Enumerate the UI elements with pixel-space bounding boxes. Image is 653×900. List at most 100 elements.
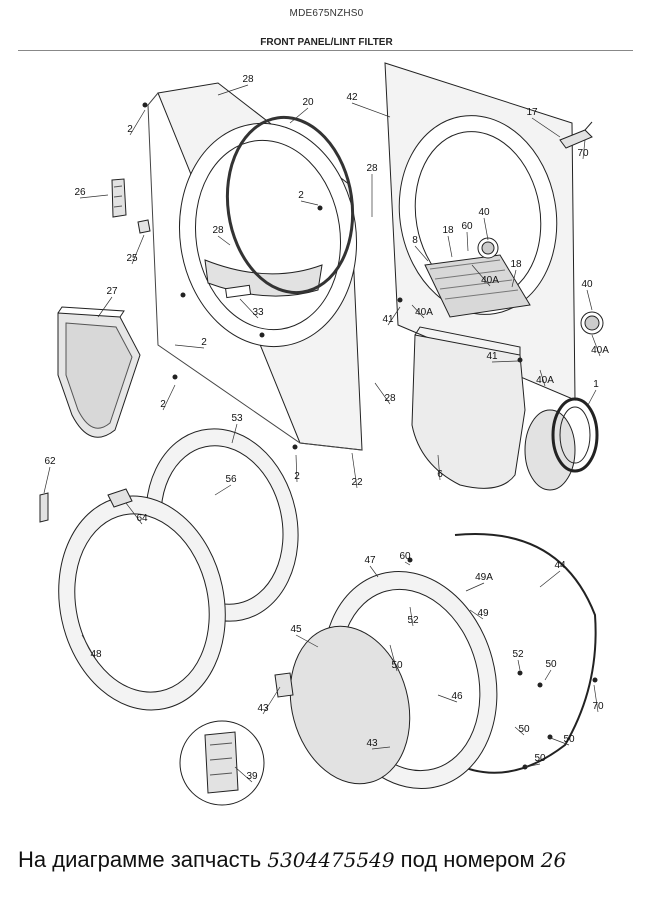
caption-part-number: 5304475549 (267, 848, 395, 872)
leader-line (514, 726, 525, 736)
callout-49: 49 (477, 608, 489, 619)
callout-40A: 40A (591, 345, 609, 356)
callout-70: 70 (577, 148, 589, 159)
leader-line (79, 194, 109, 199)
callout-62: 62 (44, 456, 56, 467)
callout-2: 2 (298, 190, 304, 201)
callout-50: 50 (534, 753, 546, 764)
lint-filter (57, 306, 141, 438)
callout-64: 64 (136, 513, 148, 524)
section-title: FRONT PANEL/LINT FILTER (260, 37, 393, 48)
caption: На диаграмме запчасть 5304475549 под ном… (18, 847, 643, 873)
callout-70: 70 (592, 701, 604, 712)
leader-line (511, 269, 517, 288)
screws (142, 102, 598, 770)
caption-middle: под номером (400, 847, 535, 872)
leader-line (97, 296, 113, 318)
callout-2: 2 (201, 337, 207, 348)
leader-line (411, 304, 425, 319)
callout-50: 50 (391, 660, 403, 671)
caption-prefix: На диаграмме запчасть (18, 847, 262, 872)
leader-line (447, 235, 453, 258)
switch-part-17 (559, 121, 593, 149)
leader-line (234, 766, 253, 783)
callout-2: 2 (160, 399, 166, 410)
callout-40A: 40A (536, 375, 554, 386)
callout-33: 33 (252, 307, 264, 318)
leader-line (295, 454, 298, 483)
duct-panel (384, 62, 576, 401)
leader-line (214, 484, 232, 496)
leader-line (404, 561, 411, 566)
callout-41: 41 (486, 351, 498, 362)
leader-line (295, 634, 319, 648)
callout-56: 56 (225, 474, 237, 485)
leader-line (517, 659, 521, 671)
latch-detail (179, 720, 265, 806)
header-rule (18, 50, 633, 51)
lint-duct (411, 326, 576, 491)
leader-line (131, 234, 145, 265)
leader-line (547, 736, 570, 746)
leader-line (531, 117, 561, 138)
callout-53: 53 (231, 413, 243, 424)
leader-line (409, 606, 414, 627)
leader-line (544, 669, 552, 681)
callout-28: 28 (366, 163, 378, 174)
door-outer-frame (58, 488, 226, 711)
leader-line (437, 694, 458, 703)
callout-44: 44 (554, 560, 566, 571)
leader-line (524, 763, 541, 768)
callout-2: 2 (294, 471, 300, 482)
leader-line (217, 235, 231, 246)
leader-line (371, 746, 391, 750)
leader-line (262, 686, 281, 715)
callout-40A: 40A (415, 307, 433, 318)
leader-line (483, 217, 489, 241)
callout-42: 42 (346, 92, 358, 103)
callout-27: 27 (106, 286, 118, 297)
leader-line (466, 231, 469, 252)
leader-line (231, 423, 238, 444)
callout-39: 39 (246, 771, 258, 782)
leader-line (582, 139, 586, 160)
leader-line (43, 466, 51, 494)
clip-part-25 (137, 219, 151, 234)
callout-45: 45 (290, 624, 302, 635)
leader-lines (43, 84, 601, 783)
callout-40A: 40A (481, 275, 499, 286)
door-gasket (439, 533, 597, 774)
callout-43: 43 (257, 703, 269, 714)
callout-8: 8 (412, 235, 418, 246)
duct-seal (551, 397, 599, 473)
callout-18: 18 (442, 225, 454, 236)
callout-2: 2 (127, 124, 133, 135)
callout-20: 20 (302, 97, 314, 108)
callout-46: 46 (451, 691, 463, 702)
leader-line (300, 200, 319, 206)
callout-18: 18 (510, 259, 522, 270)
callout-28: 28 (212, 225, 224, 236)
callout-50: 50 (563, 734, 575, 745)
leader-line (162, 384, 176, 411)
leader-line (471, 264, 491, 287)
callout-28: 28 (384, 393, 396, 404)
leader-line (81, 634, 97, 661)
callout-49A: 49A (475, 572, 493, 583)
callout-25: 25 (126, 253, 138, 264)
cap-part-40 (580, 311, 604, 335)
leader-line (465, 582, 485, 592)
leader-line (587, 389, 597, 406)
model-number: MDE675NZHS0 (289, 8, 364, 19)
door-handle (274, 672, 294, 698)
leader-line (539, 369, 546, 387)
leader-line (591, 334, 601, 357)
callout-43: 43 (366, 738, 378, 749)
callout-52: 52 (512, 649, 524, 660)
leader-line (351, 102, 391, 118)
callout-48: 48 (90, 649, 102, 660)
callout-26: 26 (74, 187, 86, 198)
leader-line (289, 107, 309, 124)
door-glass (289, 625, 411, 785)
